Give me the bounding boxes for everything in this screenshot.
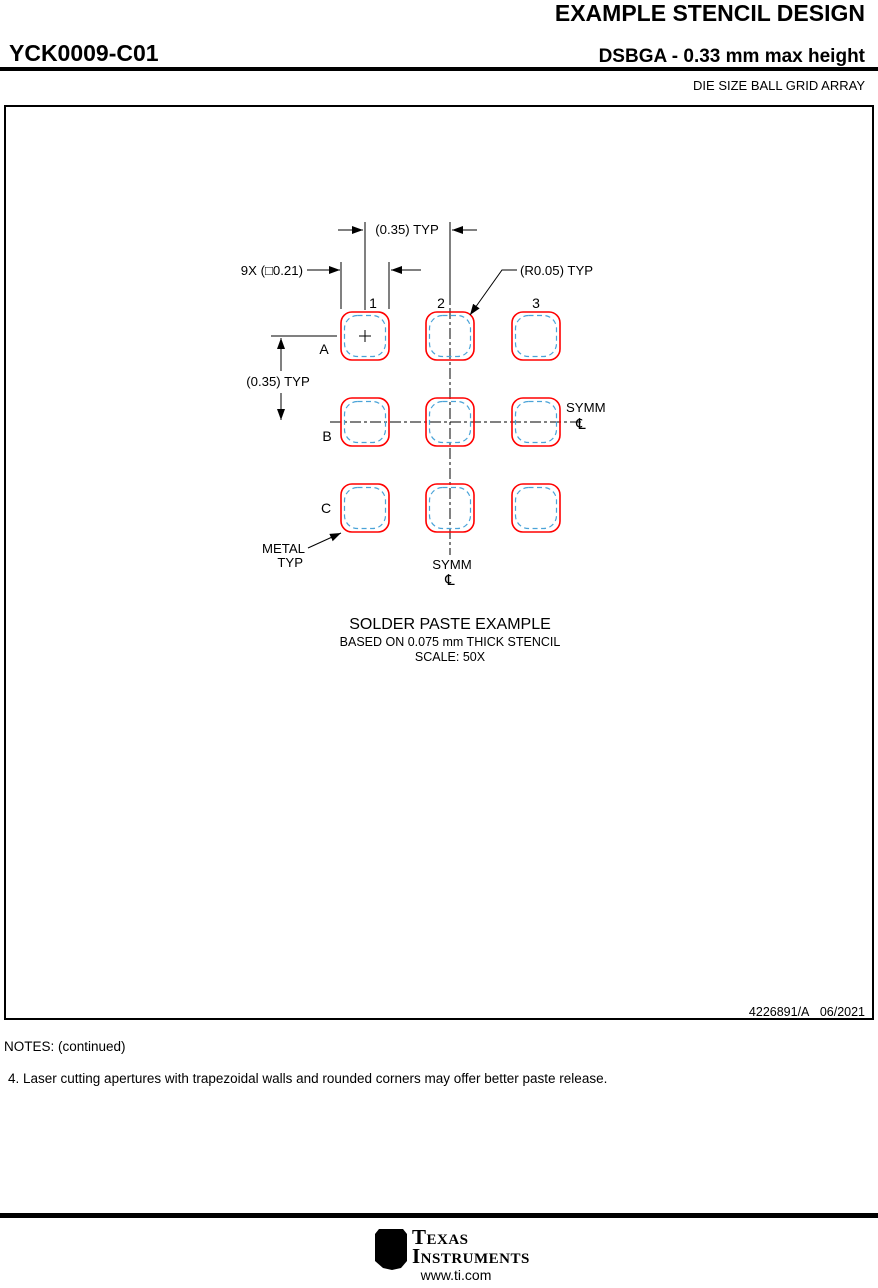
brand-wordmark: Texas Instruments (412, 1225, 530, 1268)
column-labels: 1 2 3 (369, 295, 540, 311)
column-label-1: 1 (369, 295, 377, 311)
callout-radius: (R0.05) TYP (469, 263, 593, 316)
row-labels: A B C (319, 341, 331, 516)
dim-pitch-left: (0.35) TYP (246, 335, 337, 420)
dim-radius-label: (R0.05) TYP (520, 263, 593, 278)
aperture-a1 (340, 311, 390, 361)
aperture-b3 (511, 397, 561, 447)
dim-pitch-top-label: (0.35) TYP (375, 222, 439, 237)
header-rule (0, 67, 878, 71)
drawing-frame (4, 105, 874, 1020)
caption-title: SOLDER PASTE EXAMPLE (349, 616, 551, 633)
symm-right: SYMM ℄ (566, 400, 606, 433)
drawing-number: 4226891/A 06/2021 (749, 1005, 865, 1019)
aperture-c2 (425, 483, 475, 533)
dim-pitch-left-label: (0.35) TYP (246, 374, 310, 389)
stencil-diagram: (0.35) TYP 9X (□0.21) (R0.05) TYP 1 2 3 … (241, 222, 865, 1019)
aperture-a3 (511, 311, 561, 361)
aperture-grid (340, 311, 561, 533)
column-label-2: 2 (437, 295, 445, 311)
diagram-caption: SOLDER PASTE EXAMPLE BASED ON 0.075 mm T… (340, 616, 561, 664)
ti-bug-text: ti (381, 1246, 389, 1261)
brand-line-texas: Texas (412, 1225, 469, 1249)
row-label-a: A (319, 341, 329, 357)
a1-center-mark (359, 330, 371, 342)
row-label-b: B (322, 428, 331, 444)
row-label-c: C (321, 500, 331, 516)
brand-line-instruments: Instruments (412, 1244, 530, 1268)
column-label-3: 3 (532, 295, 540, 311)
footer-rule (0, 1213, 878, 1218)
centerlines (330, 308, 581, 555)
aperture-b2 (425, 397, 475, 447)
caption-subtitle-2: SCALE: 50X (415, 650, 486, 664)
symm-right-label: SYMM (566, 400, 606, 415)
ti-logo-icon: ti (375, 1229, 407, 1270)
symm-bottom-label: SYMM (432, 557, 472, 572)
aperture-c3 (511, 483, 561, 533)
callout-metal: METAL TYP (262, 532, 342, 570)
aperture-a2 (425, 311, 475, 361)
dim-aperture-label: 9X (□0.21) (241, 263, 303, 278)
caption-subtitle-1: BASED ON 0.075 mm THICK STENCIL (340, 635, 561, 649)
dim-aperture-size: 9X (□0.21) (241, 262, 421, 309)
part-number: YCK0009-C01 (9, 40, 159, 66)
aperture-c1 (340, 483, 390, 533)
metal-label-line1: METAL (262, 541, 305, 556)
page-title: EXAMPLE STENCIL DESIGN (554, 0, 865, 26)
symm-bottom: SYMM ℄ (432, 557, 472, 589)
dim-pitch-top: (0.35) TYP (338, 222, 477, 310)
note-item-4: 4. Laser cutting apertures with trapezoi… (8, 1071, 608, 1086)
notes-heading: NOTES: (continued) (4, 1039, 126, 1054)
centerline-symbol-right: ℄ (575, 415, 586, 433)
ti-website-link[interactable]: www.ti.com (420, 1267, 492, 1283)
package-type: DIE SIZE BALL GRID ARRAY (693, 78, 865, 93)
aperture-b1 (340, 397, 390, 447)
centerline-symbol-bottom: ℄ (444, 571, 455, 589)
metal-label-line2: TYP (277, 555, 303, 570)
package-subtitle: DSBGA - 0.33 mm max height (598, 46, 865, 67)
